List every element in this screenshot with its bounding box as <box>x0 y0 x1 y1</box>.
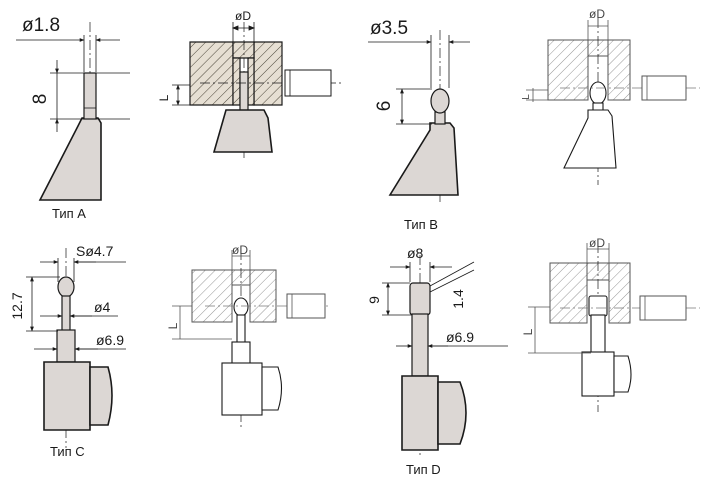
type-d-bore-drawing <box>528 243 700 412</box>
type-c-bore-drawing <box>172 250 330 428</box>
type-b-caption: Тип B <box>404 217 438 232</box>
type-a-bore-l-label: L <box>157 94 171 101</box>
type-a-caption: Тип A <box>52 206 86 221</box>
type-c-bore-od-label: øD <box>232 243 248 257</box>
type-b-bore-l-label: L <box>521 94 532 100</box>
type-b-diameter-label: ø3.5 <box>370 18 408 39</box>
type-d-diameter-label: ø8 <box>407 245 424 261</box>
type-c-bore-l-label: L <box>166 322 180 329</box>
type-c-sphere-label: Sø4.7 <box>76 243 114 259</box>
type-b-bore-od-label: øD <box>589 7 605 21</box>
type-c-length-label: 12.7 <box>9 292 25 319</box>
type-c-neck-label: ø4 <box>94 299 111 315</box>
type-b-bore-drawing <box>526 18 700 185</box>
type-d-tip-drawing <box>382 255 508 455</box>
type-c-tip-drawing <box>26 248 126 448</box>
type-a-bore-drawing <box>172 22 342 160</box>
type-b-tip-drawing <box>368 30 470 202</box>
type-d-bore-od-label: øD <box>589 236 605 250</box>
type-c-caption: Тип C <box>50 444 85 459</box>
type-a-length-label: 8 <box>30 94 51 105</box>
type-a-bore-od-label: øD <box>235 9 251 23</box>
type-d-step-label: 1.4 <box>450 289 466 309</box>
type-a-diameter-label: ø1.8 <box>22 15 60 36</box>
type-d-length-label: 9 <box>366 296 382 304</box>
type-a-tip-drawing <box>16 22 130 201</box>
type-b-length-label: 6 <box>374 101 395 112</box>
type-c-stem-label: ø6.9 <box>96 332 124 348</box>
type-d-caption: Тип D <box>406 462 441 477</box>
type-d-bore-l-label: L <box>521 328 535 335</box>
type-d-stem-label: ø6.9 <box>446 329 474 345</box>
